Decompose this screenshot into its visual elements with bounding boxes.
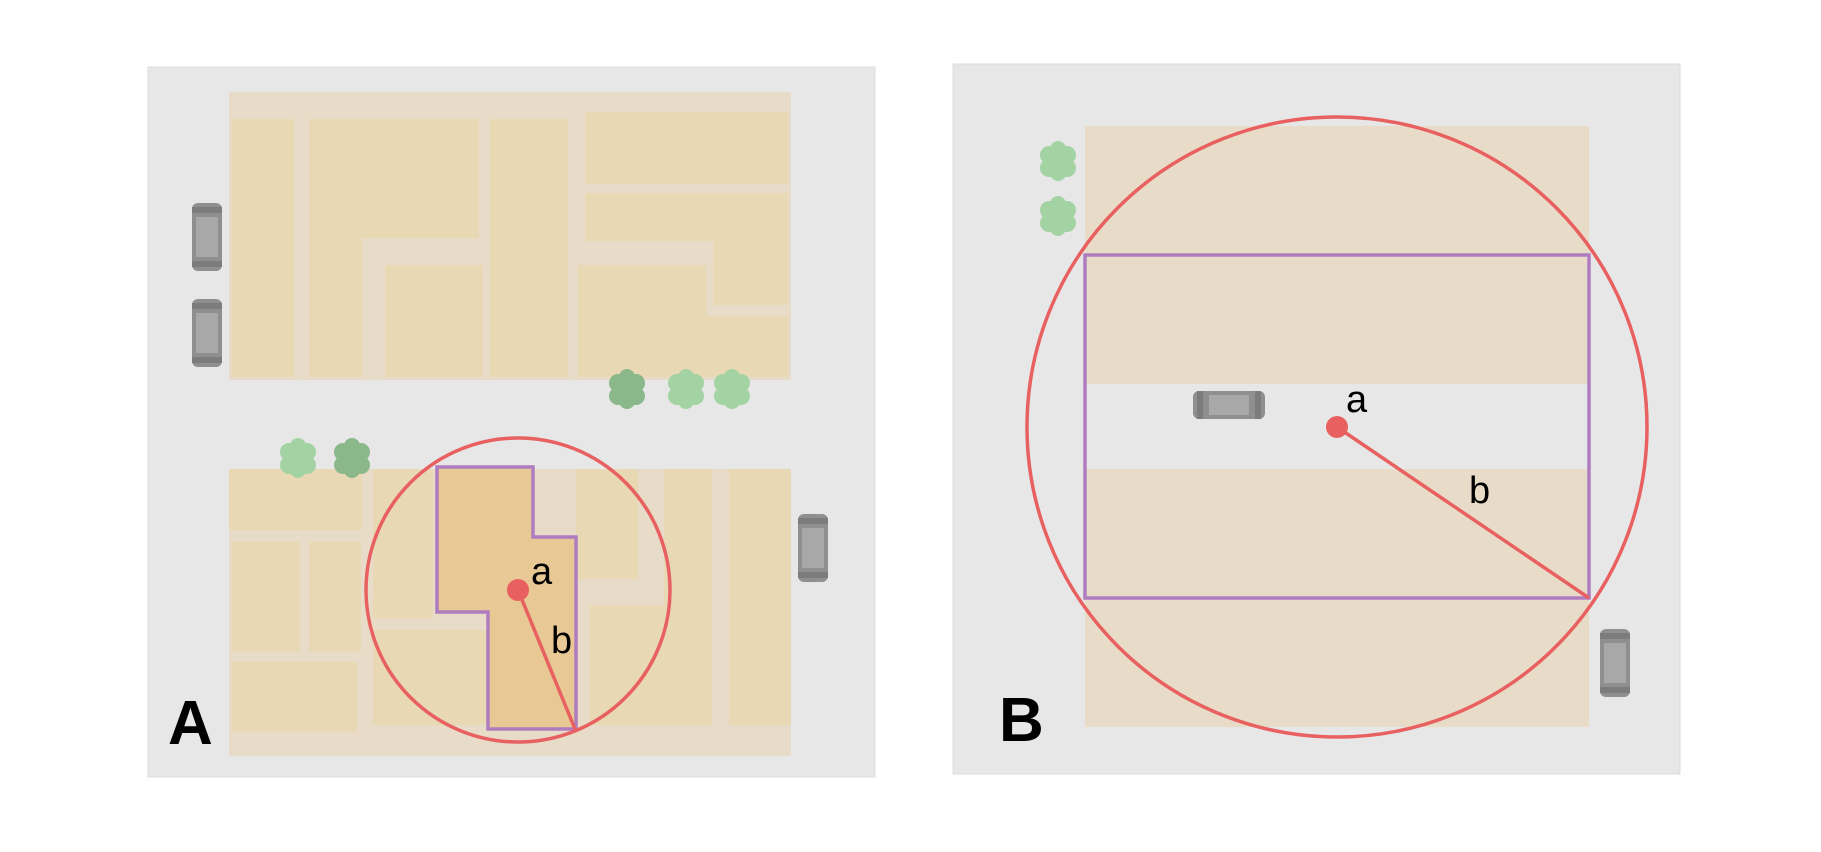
lot <box>309 542 361 652</box>
lot <box>576 469 638 579</box>
panel-letter: B <box>999 686 1044 755</box>
radius-label: b <box>1469 470 1490 512</box>
lot <box>490 119 568 377</box>
tree-icon <box>714 369 750 409</box>
center-point <box>507 579 529 601</box>
center-point <box>1326 416 1348 438</box>
tree-icon <box>334 438 370 478</box>
lot <box>229 469 362 530</box>
lot <box>309 238 362 377</box>
tree-icon <box>668 369 704 409</box>
car-icon <box>1600 629 1630 697</box>
lot <box>373 469 433 619</box>
panel-b: a b B <box>952 63 1681 775</box>
panel-letter: A <box>168 689 213 758</box>
lot <box>729 469 791 725</box>
lot <box>232 119 294 377</box>
lot <box>232 662 357 732</box>
top-block <box>229 92 791 380</box>
center-label: a <box>531 551 553 593</box>
center-label: a <box>1346 379 1368 421</box>
car-icon <box>1193 391 1265 419</box>
car-icon <box>192 203 222 271</box>
lot <box>664 469 712 605</box>
lot <box>713 241 788 305</box>
radius-label: b <box>551 620 572 662</box>
radius-line <box>516 589 577 730</box>
lot <box>585 193 788 241</box>
tree-icon <box>1040 196 1076 236</box>
car-icon <box>798 514 828 582</box>
car-icon <box>192 299 222 367</box>
tree-icon <box>1040 141 1076 181</box>
lot <box>309 119 479 238</box>
panel-a: a b A <box>147 66 876 778</box>
bounding-circle <box>1025 115 1649 739</box>
lot <box>585 112 788 184</box>
lot <box>385 265 483 377</box>
tree-icon <box>609 369 645 409</box>
lot <box>706 316 788 377</box>
outlined-footprint <box>1083 253 1591 600</box>
lot <box>232 542 300 652</box>
bounding-circle <box>364 436 672 744</box>
radius-line <box>1336 425 1590 600</box>
lot <box>578 265 706 377</box>
tree-icon <box>280 438 316 478</box>
lot <box>373 630 488 725</box>
